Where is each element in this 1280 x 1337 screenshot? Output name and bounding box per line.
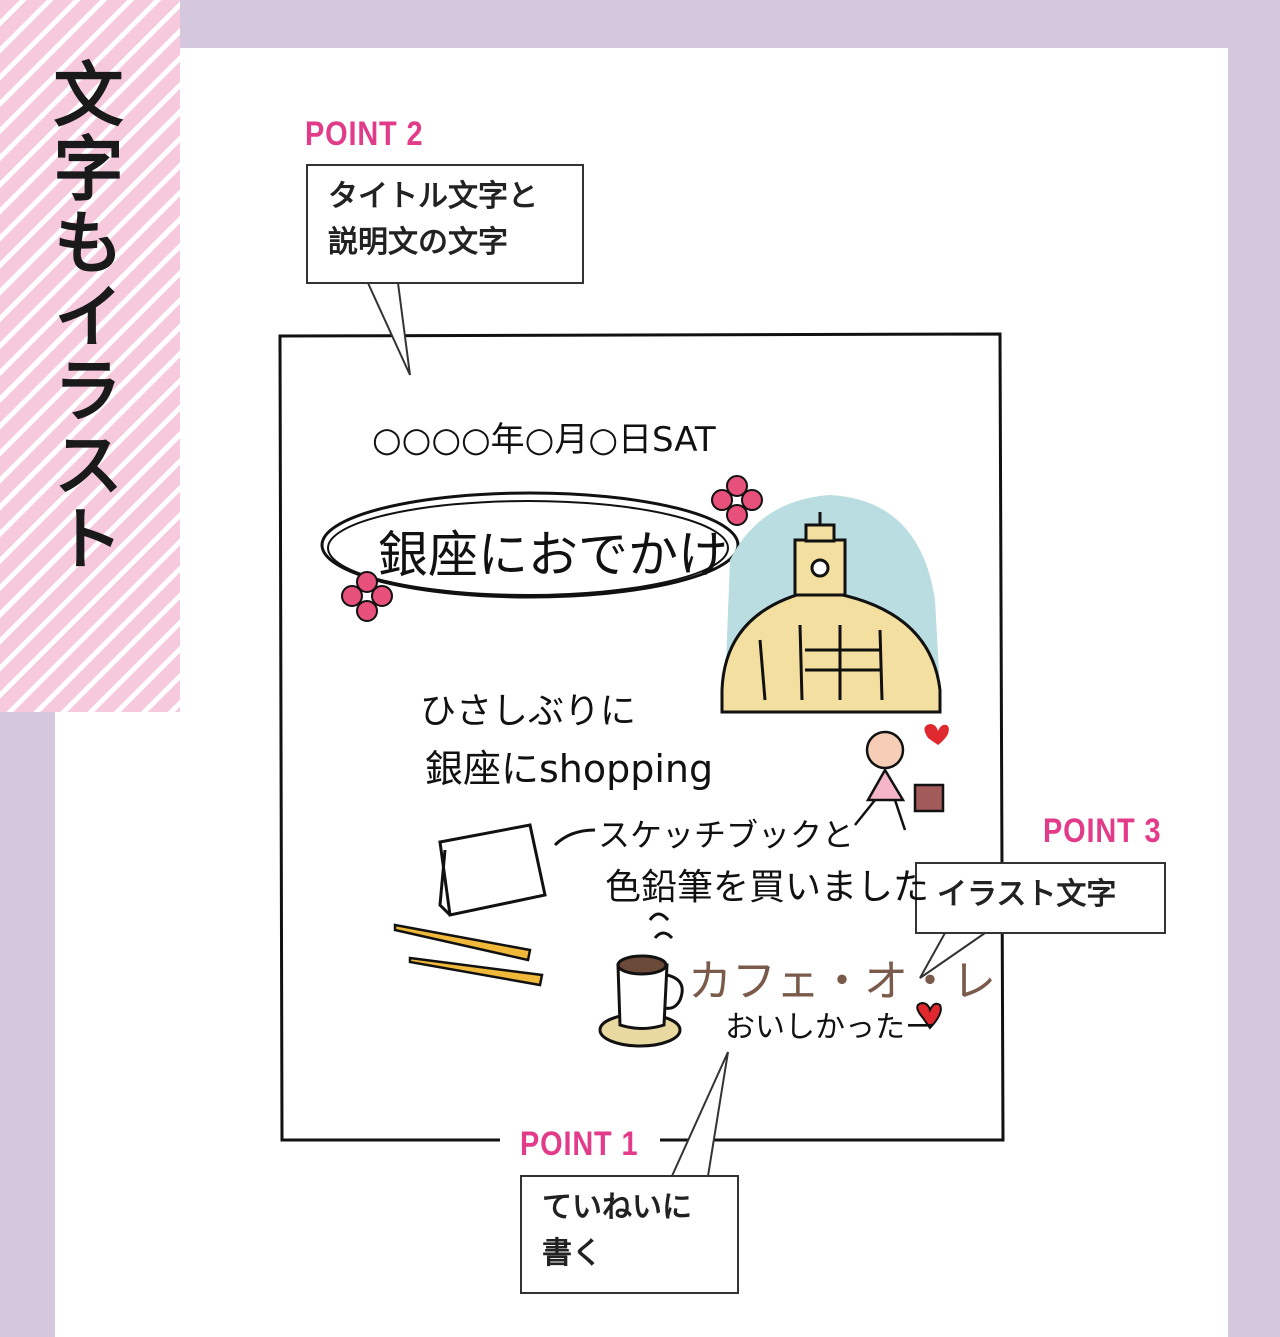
callout-text: イラスト文字 [937, 877, 1117, 912]
girl-illustration [854, 730, 945, 831]
cafe-subtitle: おいしかったー [725, 1010, 935, 1045]
point-3-label: POINT 3 [1043, 812, 1162, 850]
flower-icon [341, 475, 763, 622]
callout-text: 説明文の文字 [328, 225, 508, 260]
callout-text: タイトル文字と [328, 179, 538, 214]
side-label-text: 文字もイラスト [42, 58, 124, 576]
callout-point-3: イラスト文字 [915, 862, 1166, 934]
point-1-gap [500, 1137, 660, 1145]
coffee-cup-illustration [598, 912, 684, 1048]
title-oval [320, 491, 740, 599]
heart-icon [924, 724, 949, 745]
callout-tail-point3 [919, 932, 986, 979]
journal-title: 銀座におでかけ [378, 526, 728, 584]
callout-text: 書く [542, 1236, 602, 1271]
sketchbook-illustration [438, 823, 547, 917]
journal-line-2: 銀座にshopping [425, 747, 714, 791]
building-illustration [720, 512, 942, 714]
title-oval-inner [327, 500, 729, 596]
callout-tail-point1 [671, 1051, 729, 1177]
journal-line-1: ひさしぶりに [420, 691, 637, 732]
point-1-label: POINT 1 [520, 1125, 639, 1163]
heart-icon [916, 1001, 942, 1030]
callout-point-2: タイトル文字と 説明文の文字 [306, 164, 584, 284]
journal-line-3: スケッチブックと [598, 816, 855, 854]
callout-tail-point2 [367, 282, 411, 376]
content-panel [55, 48, 1228, 1337]
journal-line-4: 色鉛筆を買いました [605, 867, 930, 908]
point-2-label: POINT 2 [305, 115, 424, 153]
pointer-line [553, 828, 596, 847]
callout-point-1: ていねいに 書く [520, 1175, 739, 1294]
journal-page-outline [278, 332, 1005, 1142]
cafe-title: カフェ・オ・レ [688, 956, 996, 1007]
side-label-banner: 文字もイラスト [0, 0, 180, 712]
pencil-illustration [393, 923, 544, 987]
callout-text: ていねいに [542, 1190, 692, 1225]
journal-date: ○○○○年○月○日SAT [372, 420, 716, 460]
